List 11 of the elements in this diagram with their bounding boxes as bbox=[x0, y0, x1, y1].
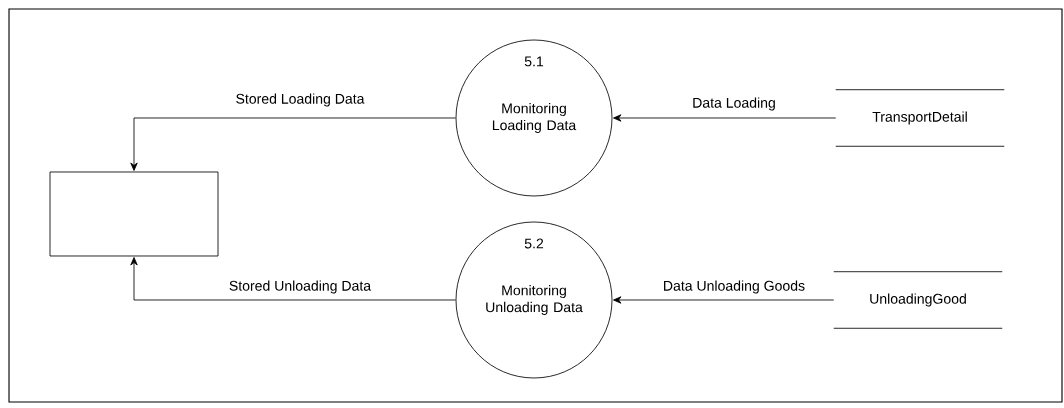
data-store: TransportDetail bbox=[835, 89, 1005, 147]
edge-label: Data Loading bbox=[690, 96, 778, 112]
edge-label: Stored Loading Data bbox=[234, 92, 366, 108]
arrow bbox=[613, 296, 835, 304]
edge-label: Stored Unloading Data bbox=[227, 279, 373, 295]
arrow bbox=[613, 114, 837, 122]
arrow bbox=[130, 257, 456, 301]
edge-label: Data Unloading Goods bbox=[661, 279, 807, 295]
entity-box bbox=[49, 171, 219, 257]
arrow bbox=[130, 117, 456, 171]
data-store: UnloadingGood bbox=[833, 271, 1003, 329]
